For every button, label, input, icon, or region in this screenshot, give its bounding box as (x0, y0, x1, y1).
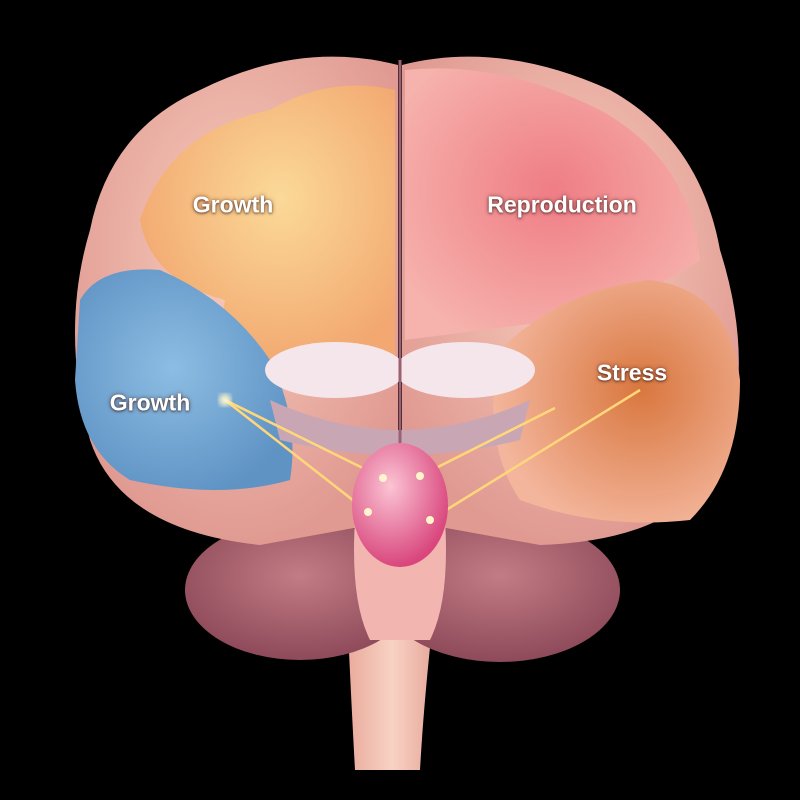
pituitary-gland (352, 443, 448, 567)
label-stress: Stress (596, 359, 668, 386)
label-growth-left: Growth (109, 389, 191, 416)
connector-nodes (219, 394, 434, 524)
connector-lines (224, 388, 641, 522)
label-reproduction: Reproduction (487, 191, 637, 218)
corpus-right (395, 342, 535, 398)
stress-region (493, 280, 740, 523)
growth-left-region (75, 269, 293, 490)
label-growth-upper: Growth (192, 191, 274, 218)
reproduction-region (405, 68, 700, 340)
corpus-left (265, 342, 405, 398)
growth-upper-region (140, 85, 395, 370)
